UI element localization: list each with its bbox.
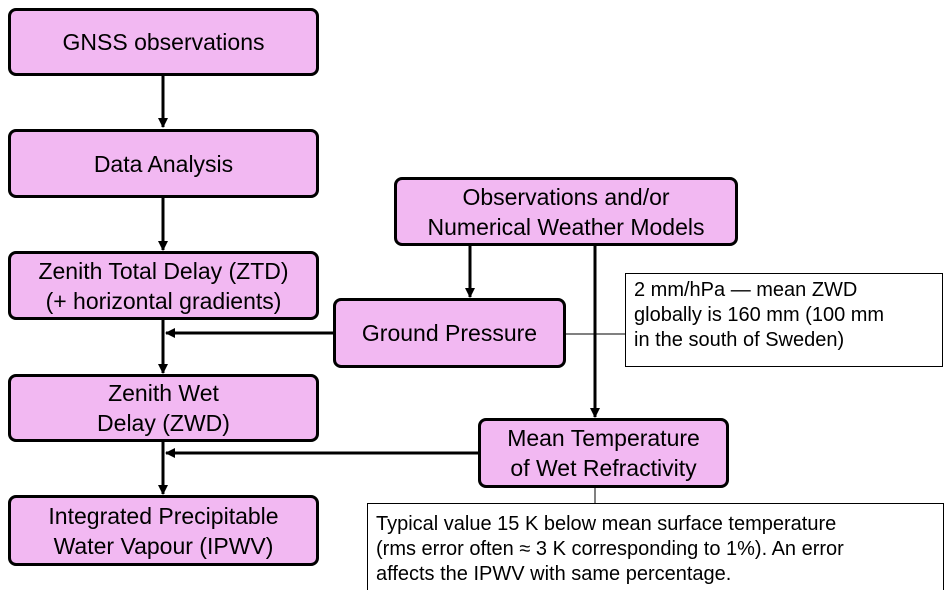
node-ground-pressure: Ground Pressure: [333, 298, 566, 368]
node-mean-temperature: Mean Temperature of Wet Refractivity: [478, 418, 729, 488]
node-observations-nwm: Observations and/or Numerical Weather Mo…: [394, 177, 738, 246]
node-integrated-precipitable-water-vapour: Integrated Precipitable Water Vapour (IP…: [8, 495, 319, 566]
node-text-line: Numerical Weather Models: [427, 213, 705, 240]
note-text-line: in the south of Sweden): [634, 329, 845, 351]
node-zenith-total-delay: Zenith Total Delay (ZTD) (+ horizontal g…: [8, 251, 319, 320]
node-text-line: Zenith Total Delay (ZTD): [38, 257, 289, 284]
node-text-line: Water Vapour (IPWV): [53, 532, 274, 559]
note-text-line: (rms error often ≈ 3 K corresponding to …: [376, 538, 844, 560]
node-text-line: Delay (ZWD): [97, 410, 230, 436]
note-text-line: 2 mm/hPa — mean ZWD: [634, 279, 858, 301]
node-gnss-observations: GNSS observations: [8, 8, 319, 76]
node-text-line: GNSS observations: [62, 29, 265, 55]
node-data-analysis: Data Analysis: [8, 129, 319, 198]
pressure-note: 2 mm/hPa — mean ZWD globally is 160 mm (…: [625, 273, 943, 367]
node-text-line: Integrated Precipitable: [48, 502, 279, 529]
node-text-line: Zenith Wet: [108, 380, 219, 406]
node-zenith-wet-delay: Zenith Wet Delay (ZWD): [8, 374, 319, 442]
note-text-line: Typical value 15 K below mean surface te…: [376, 513, 837, 535]
node-text-line: of Wet Refractivity: [510, 455, 697, 481]
node-text-line: Observations and/or: [462, 183, 670, 210]
note-text-line: affects the IPWV with same percentage.: [376, 563, 732, 585]
node-text-line: Mean Temperature: [507, 425, 700, 451]
temperature-note: Typical value 15 K below mean surface te…: [367, 503, 944, 590]
note-text-line: globally is 160 mm (100 mm: [634, 304, 885, 326]
node-text-line: Ground Pressure: [361, 320, 538, 346]
node-text-line: (+ horizontal gradients): [45, 287, 282, 314]
node-text-line: Data Analysis: [93, 150, 234, 177]
